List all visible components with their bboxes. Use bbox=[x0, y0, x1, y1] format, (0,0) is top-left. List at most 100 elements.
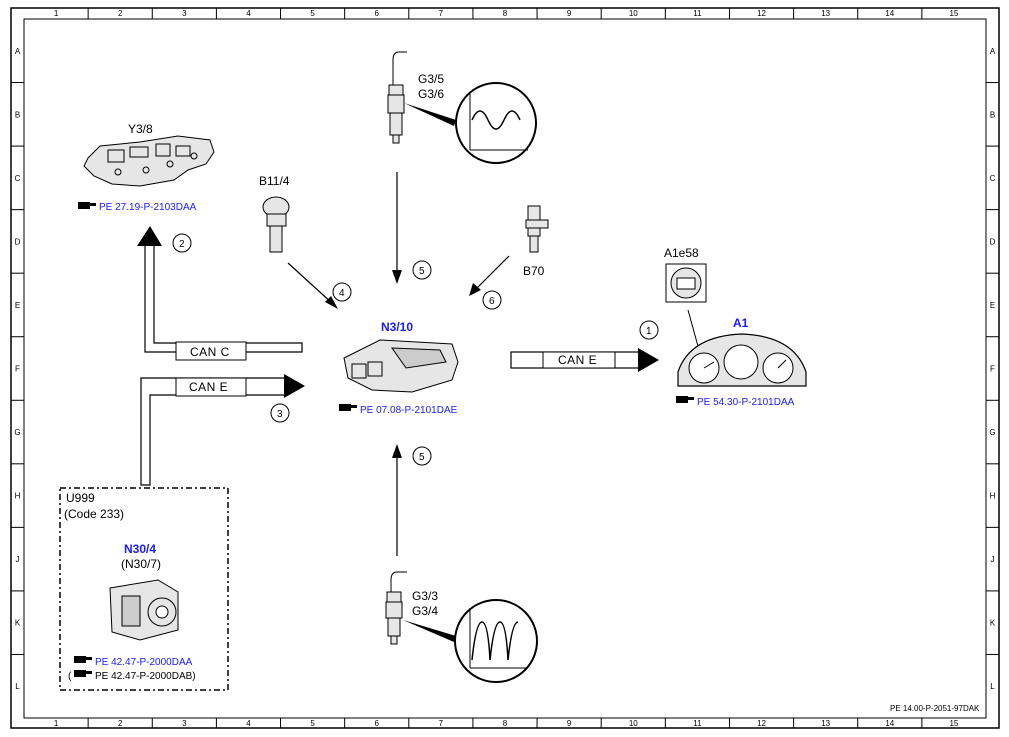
n30-7-label: (N30/7) bbox=[121, 557, 161, 571]
svg-text:4: 4 bbox=[339, 288, 345, 299]
column-marker-top: 3 bbox=[182, 9, 187, 18]
svg-text:5: 5 bbox=[419, 266, 425, 277]
row-marker-left: C bbox=[15, 174, 21, 183]
column-marker-bottom: 10 bbox=[629, 719, 638, 728]
n3-10-label: N3/10 bbox=[381, 320, 413, 334]
callout-4: 4 bbox=[332, 282, 352, 302]
column-marker-top: 13 bbox=[821, 9, 830, 18]
y3-8-component: Y3/8 PE 27.19-P-2103DAA bbox=[78, 122, 215, 213]
u999-component: U999 (Code 233) N30/4 (N30/7) PE 42.47-P… bbox=[59, 487, 229, 691]
row-marker-left: B bbox=[15, 110, 20, 119]
u999-code-label: (Code 233) bbox=[64, 507, 124, 521]
reference-hand-icon bbox=[74, 670, 92, 677]
column-marker-top: 11 bbox=[693, 9, 702, 18]
column-marker-top: 6 bbox=[375, 9, 380, 18]
row-marker-left: E bbox=[15, 301, 20, 310]
b11-4-component: B11/4 bbox=[259, 174, 290, 253]
b70-component: B70 bbox=[523, 205, 549, 278]
can-e-right-bus: CAN E bbox=[510, 348, 659, 372]
b11-4-label: B11/4 bbox=[259, 174, 290, 188]
a1-label: A1 bbox=[733, 316, 749, 330]
column-marker-bottom: 1 bbox=[54, 719, 59, 728]
arrow-b11-4-to-n3-10 bbox=[287, 262, 334, 305]
column-marker-bottom: 6 bbox=[375, 719, 380, 728]
arrow-up-to-y3-8 bbox=[137, 226, 162, 246]
u999-label: U999 bbox=[66, 491, 95, 505]
n30-4-label: N30/4 bbox=[124, 542, 156, 556]
svg-text:1: 1 bbox=[646, 326, 652, 337]
svg-text:6: 6 bbox=[489, 296, 495, 307]
a1e58-label: A1e58 bbox=[664, 246, 699, 260]
waveform-bottom-icon bbox=[454, 599, 538, 683]
arrow-right-to-n3-10 bbox=[284, 374, 305, 398]
row-marker-right: D bbox=[990, 237, 996, 246]
b70-label: B70 bbox=[523, 264, 545, 278]
row-marker-left: D bbox=[15, 237, 21, 246]
row-marker-right: B bbox=[990, 110, 995, 119]
column-marker-top: 2 bbox=[118, 9, 123, 18]
callout-1: 1 bbox=[639, 320, 659, 340]
column-marker-bottom: 3 bbox=[182, 719, 187, 728]
row-marker-right: G bbox=[989, 428, 995, 437]
row-marker-right: F bbox=[990, 365, 995, 374]
a1-ref-link[interactable]: PE 54.30-P-2101DAA bbox=[697, 397, 795, 408]
reference-hand-icon bbox=[339, 404, 357, 411]
n3-10-ref-link[interactable]: PE 07.08-P-2101DAE bbox=[360, 405, 458, 416]
g3-6-label: G3/6 bbox=[418, 87, 444, 101]
arrow-right-to-a1 bbox=[638, 348, 659, 372]
oxygen-sensor-icon bbox=[387, 51, 407, 144]
row-marker-right: L bbox=[990, 682, 995, 691]
row-marker-left: K bbox=[15, 619, 21, 628]
reference-hand-icon bbox=[78, 202, 96, 209]
column-marker-bottom: 12 bbox=[757, 719, 766, 728]
svg-text:3: 3 bbox=[277, 409, 283, 420]
n30-4-ref-link[interactable]: PE 42.47-P-2000DAA bbox=[95, 657, 193, 668]
g3-5-label: G3/5 bbox=[418, 72, 444, 86]
callout-2: 2 bbox=[172, 233, 192, 253]
column-marker-bottom: 14 bbox=[885, 719, 894, 728]
footer-code: PE 14.00-P-2051-97DAK bbox=[890, 704, 980, 713]
temperature-sensor-icon bbox=[262, 196, 290, 253]
callout-5-bottom: 5 bbox=[412, 446, 432, 466]
row-marker-left: L bbox=[15, 682, 20, 691]
svg-text:5: 5 bbox=[419, 452, 425, 463]
callout-6: 6 bbox=[482, 290, 502, 310]
n30-7-ref-link[interactable]: PE 42.47-P-2000DAB) bbox=[95, 671, 196, 682]
can-e-left-label: CAN E bbox=[189, 380, 228, 394]
column-marker-bottom: 8 bbox=[503, 719, 508, 728]
g3-3-label: G3/3 bbox=[412, 589, 438, 603]
can-c-label: CAN C bbox=[190, 345, 230, 359]
callout-5-top: 5 bbox=[412, 260, 432, 280]
arrow-b70-to-n3-10 bbox=[474, 255, 510, 291]
g3-5-component: G3/5 G3/6 bbox=[387, 51, 537, 164]
oxygen-sensor-icon bbox=[385, 571, 407, 645]
row-marker-right: C bbox=[990, 174, 996, 183]
column-marker-top: 15 bbox=[949, 9, 958, 18]
callout-3: 3 bbox=[270, 403, 290, 423]
column-marker-top: 12 bbox=[757, 9, 766, 18]
y3-8-ref-link[interactable]: PE 27.19-P-2103DAA bbox=[99, 202, 197, 213]
row-marker-left: H bbox=[15, 492, 21, 501]
n3-10-component: N3/10 PE 07.08-P-2101DAE bbox=[339, 320, 459, 416]
row-marker-left: J bbox=[16, 555, 20, 564]
column-marker-top: 9 bbox=[567, 9, 572, 18]
can-e-right-label: CAN E bbox=[558, 353, 597, 367]
a1-component: A1 PE 54.30-P-2101DAA bbox=[676, 316, 807, 408]
engine-control-unit-icon bbox=[343, 339, 459, 393]
column-marker-top: 5 bbox=[310, 9, 315, 18]
can-e-left-bus: CAN E bbox=[140, 374, 305, 486]
instrument-cluster-icon bbox=[677, 333, 807, 387]
y3-8-label: Y3/8 bbox=[128, 122, 153, 136]
column-marker-top: 14 bbox=[885, 9, 894, 18]
outer-frame bbox=[10, 7, 1000, 729]
row-marker-right: J bbox=[991, 555, 995, 564]
column-marker-bottom: 9 bbox=[567, 719, 572, 728]
g3-4-label: G3/4 bbox=[412, 604, 438, 618]
column-marker-bottom: 7 bbox=[439, 719, 444, 728]
reference-hand-icon bbox=[676, 396, 694, 403]
abs-unit-icon bbox=[109, 579, 179, 641]
row-marker-right: H bbox=[990, 492, 996, 501]
